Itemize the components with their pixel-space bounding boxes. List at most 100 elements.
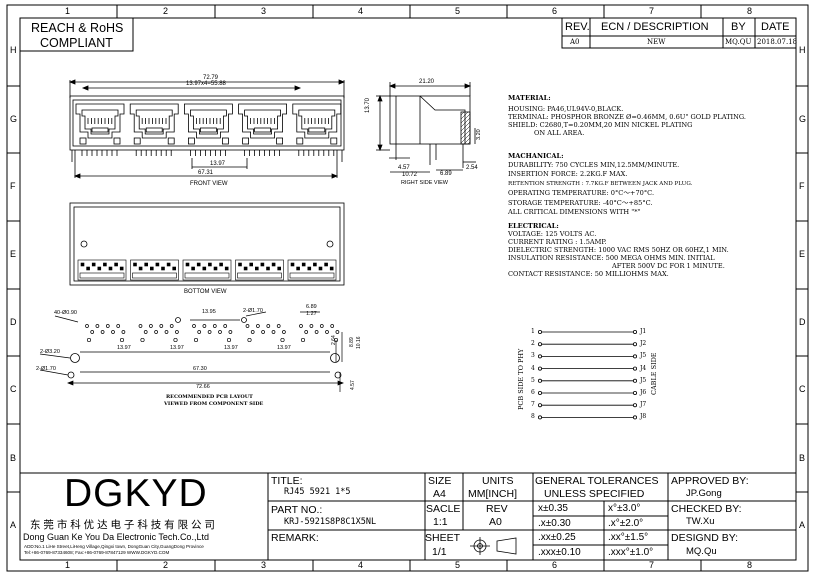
rj45-port — [292, 103, 342, 156]
bottom-port-block — [182, 259, 232, 281]
pcb-port-holes — [138, 324, 179, 343]
pcb-d-889: 8.89 — [349, 337, 355, 347]
electrical-line: CURRENT RATING : 1.5AMP. — [508, 237, 607, 246]
rev-value: A0 — [570, 38, 580, 46]
grid-row-label-right: B — [799, 453, 806, 463]
bottom-port-block — [235, 259, 284, 281]
front-pitch-single: 13.97 — [210, 161, 226, 167]
material-line: SHIELD: C2680,T=0.20MM,20 MIN NICKEL PLA… — [508, 121, 693, 130]
schematic-left-label: PCB SIDE TO PHY — [517, 348, 525, 410]
schematic-right-pin: J6 — [640, 389, 647, 396]
mechanical-line: RETENTION STRENGTH : 7.7KG.F BETWEEN JAC… — [508, 180, 693, 187]
rj45-port — [75, 103, 125, 156]
pcb-layout-label-2: VIEWED FROM COMPONENT SIDE — [164, 401, 264, 407]
schematic-right-label: CABLE SIDE — [650, 352, 658, 395]
schematic-left-pin: 4 — [531, 364, 535, 372]
grid-col-label-bottom: 8 — [747, 560, 753, 570]
grid-row-label-left: B — [10, 453, 17, 463]
pcb-pitch-4: 13.97 — [277, 345, 291, 351]
title-block — [19, 472, 797, 561]
front-view-drawing — [68, 79, 346, 179]
rev-header: REV. — [565, 21, 590, 33]
units-value: MM[INCH] — [468, 488, 517, 500]
schematic-right-pin: J8 — [640, 413, 647, 421]
grid-col-label-bottom: 2 — [163, 560, 169, 570]
electrical-line: AFTER 500V DC FOR 1 MINUTE. — [612, 262, 725, 271]
grid-col-label-bottom: 5 — [455, 560, 461, 570]
tolerance-linear: .x±0.30 — [538, 517, 571, 529]
scale-label: SACLE — [426, 503, 461, 515]
grid-row-label-left: H — [10, 45, 17, 55]
schematic-wire — [538, 342, 638, 347]
grid-row-label-right: E — [799, 249, 806, 259]
grid-col-label-bottom: 1 — [65, 560, 71, 570]
ecn-value: NEW — [647, 38, 666, 46]
grid-row-label-right: H — [799, 45, 806, 55]
schematic-wire — [538, 390, 638, 395]
bottom-view-label: BOTTOM VIEW — [184, 289, 227, 295]
grid-row-label-left: E — [10, 249, 17, 259]
material-line: TERMINAL: PHOSPHOR BRONZE Ø=0.46MM, 0.6U… — [508, 113, 747, 122]
grid-col-label-bottom: 7 — [649, 560, 655, 570]
tolerance-linear: x±0.35 — [538, 503, 568, 514]
date-value: 2018.07.18 — [757, 38, 798, 46]
sheet-value: 1/1 — [432, 546, 447, 558]
side-d1-dim: 4.57 — [398, 165, 410, 171]
schematic-wire — [538, 378, 638, 383]
tolerance-angular: .xxx°±1.0° — [608, 546, 654, 558]
scale-value: 1:1 — [433, 516, 448, 528]
pcb-port-holes — [85, 324, 126, 343]
pcb-layout-drawing — [39, 311, 344, 392]
pcb-d-457: 4.57 — [350, 380, 356, 390]
rev-value-tb: A0 — [489, 516, 502, 528]
pinout-schematic — [538, 329, 638, 420]
schematic-wire — [538, 415, 638, 420]
pcb-hole-170b: 2-Ø1.70 — [36, 366, 56, 372]
grid-row-label-right: F — [799, 181, 805, 191]
side-d4-dim: 2.54 — [466, 165, 478, 171]
pcb-pitch-2: 13.97 — [170, 345, 184, 351]
grid-col-label-top: 1 — [65, 6, 71, 16]
pcb-port-holes — [245, 324, 286, 343]
company-address: ADD:No.1 LiHe Street,LiHeng Village,Qing… — [24, 544, 204, 549]
schematic-right-pin: J7 — [640, 401, 647, 409]
side-view-drawing — [376, 82, 476, 173]
company-logo: DGKYD — [64, 472, 208, 515]
approved-label: APPROVED BY: — [671, 475, 749, 487]
checked-label: CHECKED BY: — [671, 503, 742, 515]
revision-table — [561, 17, 797, 49]
compliance-line-2: COMPLIANT — [40, 36, 113, 50]
remark-label: REMARK: — [271, 532, 319, 544]
front-width-dim: 67.31 — [198, 170, 214, 176]
schematic-right-pin: J5 — [640, 376, 647, 384]
tolerance-title-1: GENERAL TOLERANCES — [535, 475, 659, 487]
electrical-title: ELECTRICAL: — [508, 221, 559, 230]
pcb-hole-320: 2-Ø3.20 — [40, 349, 60, 355]
front-view-ports — [75, 103, 342, 156]
material-line: HOUSING: PA46,UL94V-0,BLACK. — [508, 105, 624, 114]
tolerance-linear: .xx±0.25 — [538, 532, 576, 543]
tolerance-title-2: UNLESS SPECIFIED — [544, 488, 645, 500]
pcb-pitch: 13.95 — [202, 309, 216, 315]
by-value: MQ.QU — [725, 38, 752, 46]
pcb-d-264: 2.64 — [331, 335, 337, 345]
pcb-d-127: 1.27 — [306, 311, 317, 317]
compliance-box — [19, 17, 134, 52]
title-value: RJ45 5921 1*5 — [284, 487, 351, 497]
mechanical-line: ALL CRITICAL DIMENSIONS WITH "*" — [508, 208, 641, 217]
pcb-port-holes — [299, 324, 340, 343]
third-angle-symbol — [470, 537, 517, 555]
grid-col-label-top: 8 — [747, 6, 753, 16]
grid-row-label-left: G — [10, 114, 18, 124]
side-d2-dim: 10.72 — [402, 172, 418, 178]
side-small-h-dim: 3.20 — [476, 129, 482, 140]
mechanical-line: STORAGE TEMPERATURE: -40°C～+85°C. — [508, 198, 653, 207]
schematic-wire — [538, 403, 638, 408]
bottom-view-contacts — [77, 259, 337, 281]
pcb-mount-holes — [67, 317, 342, 379]
side-d3-dim: 6.89 — [440, 171, 452, 177]
side-height-dim: 13.70 — [365, 97, 371, 113]
mechanical-line: DURABILITY: 750 CYCLES MIN,12.5MM/MINUTE… — [508, 160, 680, 169]
schematic-right-pin: J2 — [640, 340, 647, 348]
outer-border — [6, 4, 809, 572]
